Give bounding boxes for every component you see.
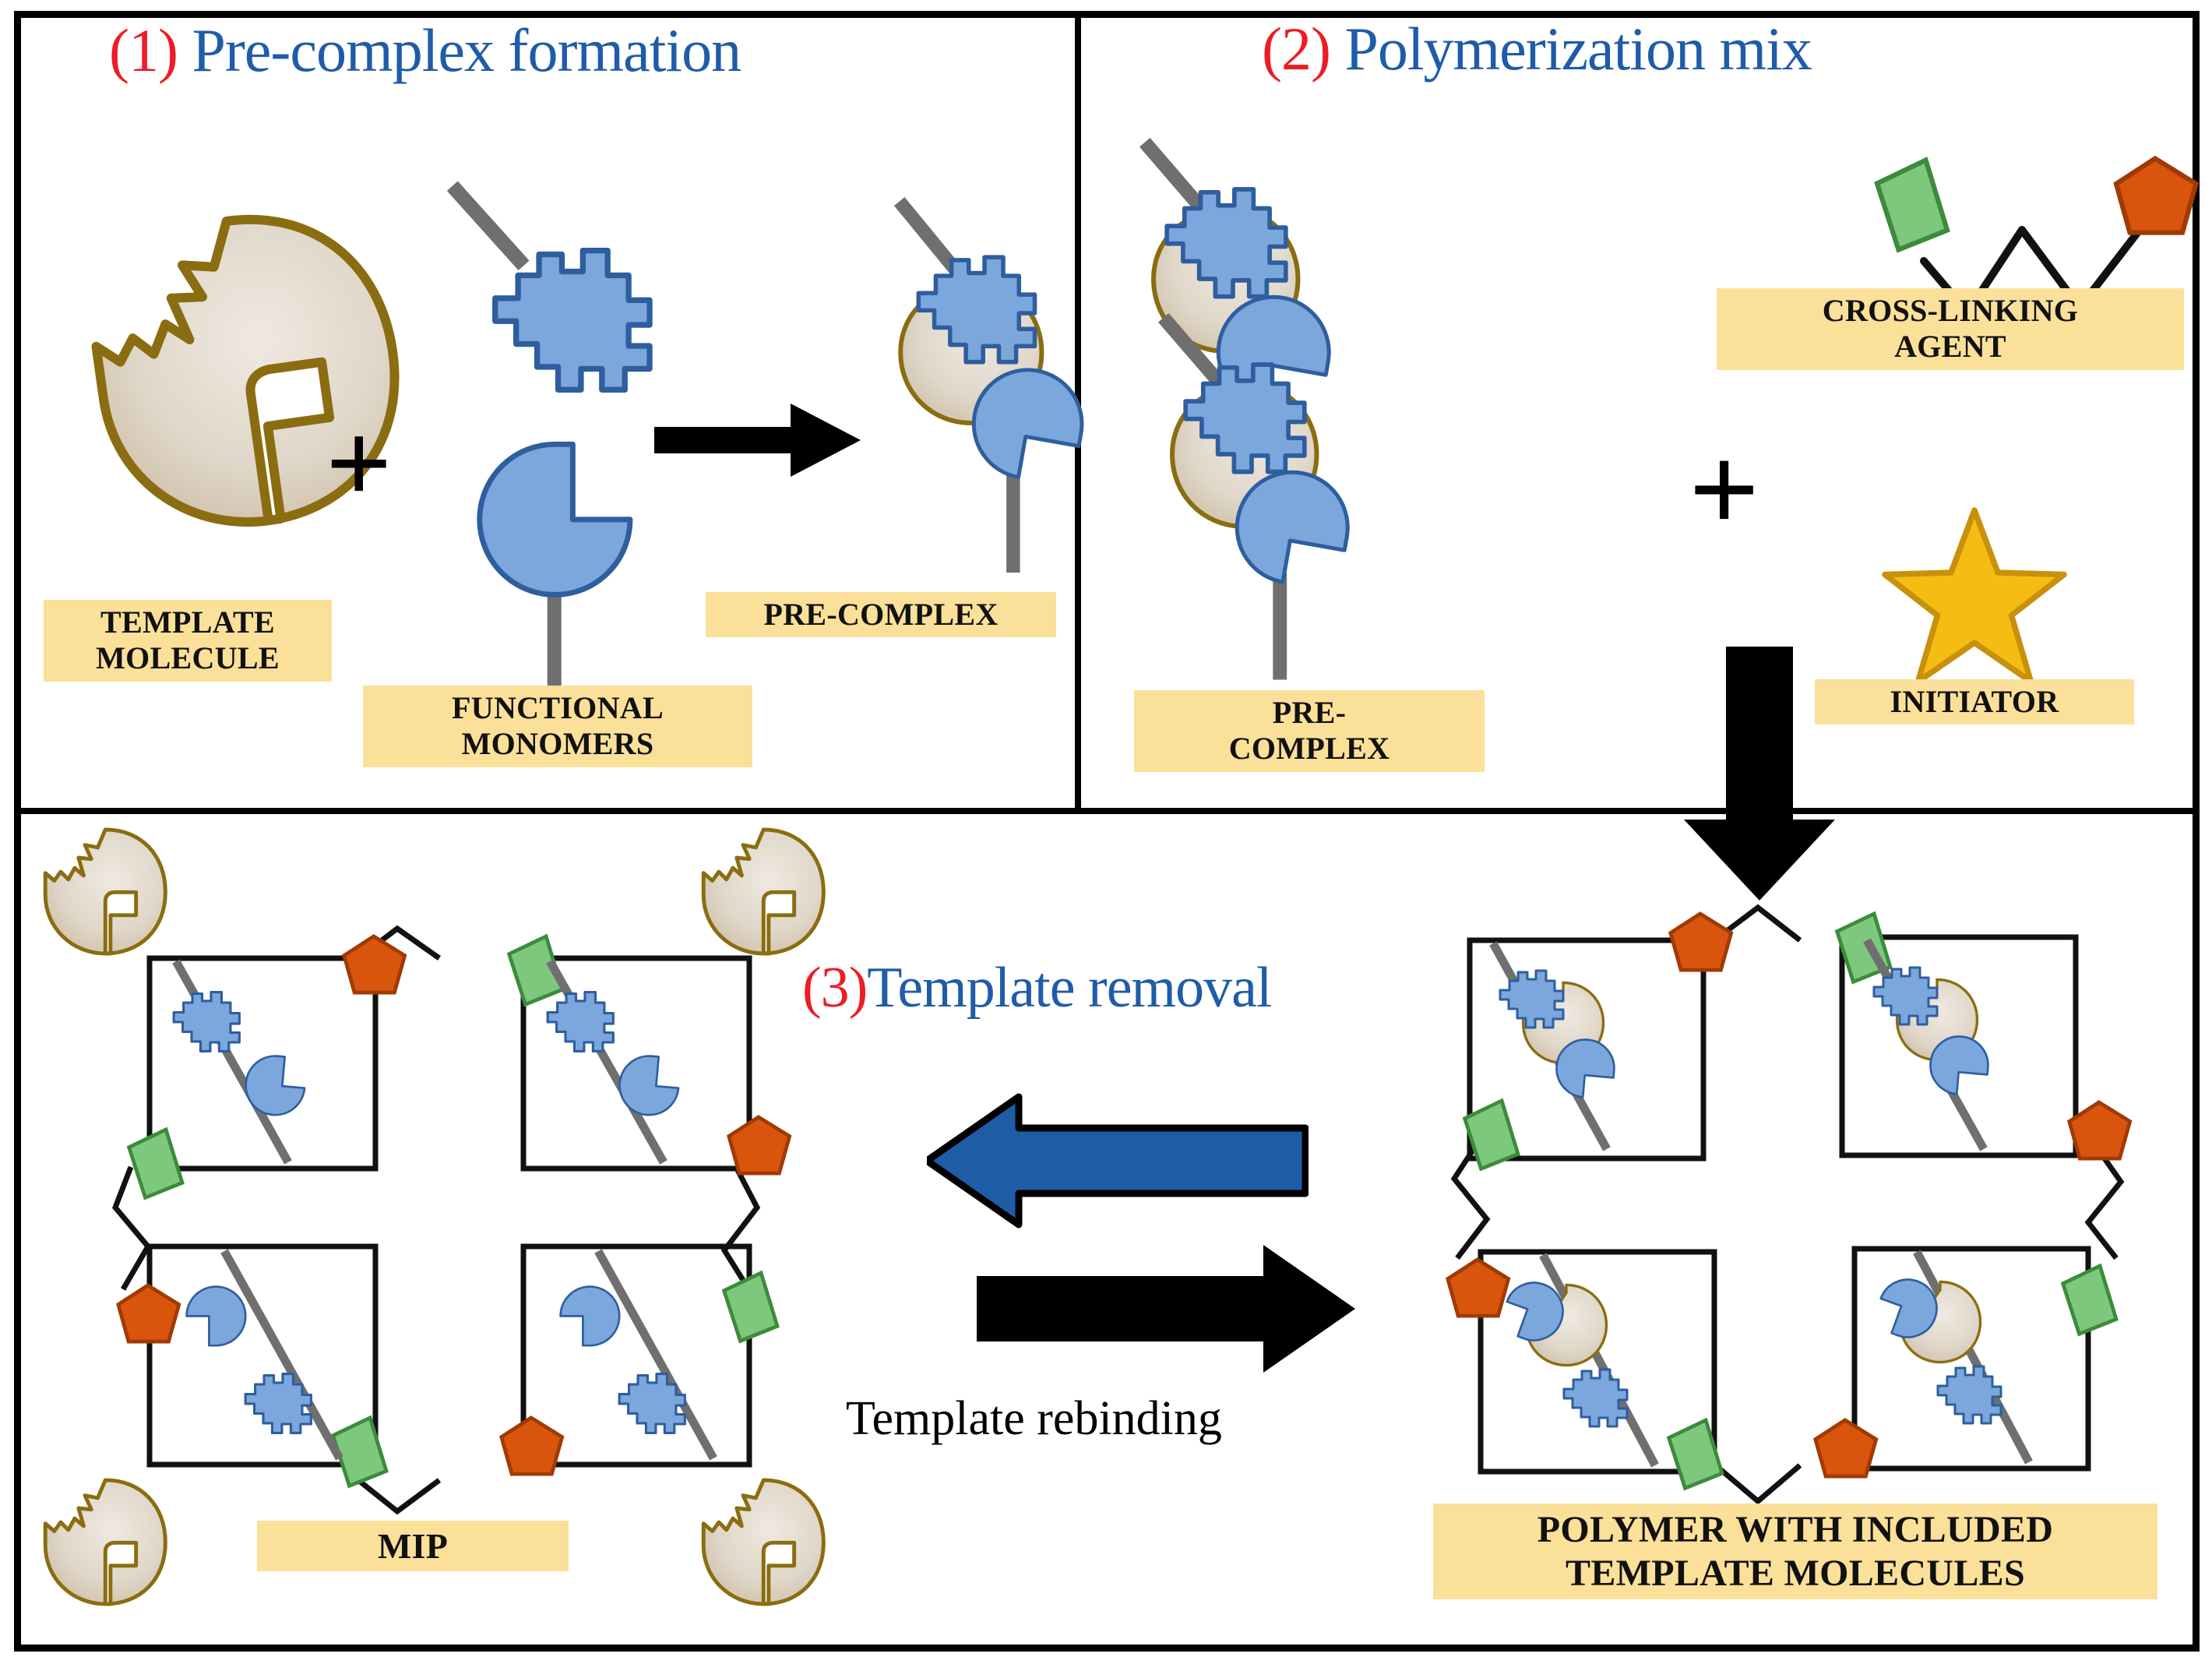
label-initiator: INITIATOR [1815, 679, 2134, 725]
panel3-title-text: Template removal [867, 956, 1272, 1020]
orange-node-icon [1671, 914, 1731, 970]
plus-icon-p2: + [1689, 420, 1760, 559]
green-node-icon [724, 1273, 777, 1341]
polymer-with-template-network [1406, 904, 2185, 1505]
label-template-rebinding: Template rebinding [846, 1392, 1222, 1445]
orange-node-icon [502, 1418, 562, 1474]
panel1-title: (1) Pre-complex formation [109, 16, 741, 86]
label-mip: MIP [257, 1521, 569, 1572]
panel3-number: (3) [802, 956, 868, 1020]
green-node-icon [129, 1130, 182, 1197]
arrow-left-icon [927, 1093, 1309, 1229]
orange-node-icon [1816, 1420, 1876, 1476]
cross-linking-agent-icon [1823, 152, 2212, 308]
panel2-title-text: Polymerization mix [1330, 15, 1812, 83]
orange-node-icon [729, 1117, 790, 1173]
green-node-icon [333, 1418, 386, 1486]
template-molecule-icon [703, 830, 823, 954]
panel2-title: (2) Polymerization mix [1262, 14, 1812, 84]
mip-network [31, 826, 826, 1659]
green-node-icon [2063, 1266, 2116, 1334]
star-initiator-icon [1882, 507, 2067, 685]
template-molecule-icon [45, 1480, 165, 1604]
label-functional-monomers: FUNCTIONAL MONOMERS [363, 686, 752, 767]
label-template-molecule: TEMPLATE MOLECULE [44, 600, 332, 682]
arrow-right-icon-rebinding [977, 1245, 1355, 1373]
label-cross-linking-agent: CROSS-LINKING AGENT [1717, 288, 2184, 370]
cross-monomer-icon [446, 181, 685, 432]
panel1-number: (1) [109, 16, 178, 84]
orange-node-icon [1448, 1260, 1509, 1316]
panel1-title-text: Pre-complex formation [177, 16, 741, 84]
orange-node-icon [118, 1285, 179, 1341]
figure-border [14, 11, 2200, 1652]
orange-node-icon [344, 936, 405, 992]
pre-complex-icon-lower [1157, 312, 1396, 680]
arrow-down-icon [1684, 647, 1835, 901]
arrow-right-icon [654, 404, 861, 477]
template-molecule-icon [703, 1480, 823, 1604]
template-molecule-icon [45, 830, 165, 954]
label-polymer-with-template: POLYMER WITH INCLUDED TEMPLATE MOLECULES [1433, 1504, 2157, 1600]
pre-complex-icon [893, 197, 1098, 573]
label-pre-complex-p1: PRE-COMPLEX [706, 592, 1056, 638]
panel2-number: (2) [1262, 15, 1331, 83]
label-pre-complex-p2: PRE- COMPLEX [1134, 690, 1485, 772]
panel3-title: (3)Template removal [802, 955, 1273, 1021]
plus-icon: + [326, 399, 393, 528]
panel-divider-horizontal [14, 808, 2200, 814]
